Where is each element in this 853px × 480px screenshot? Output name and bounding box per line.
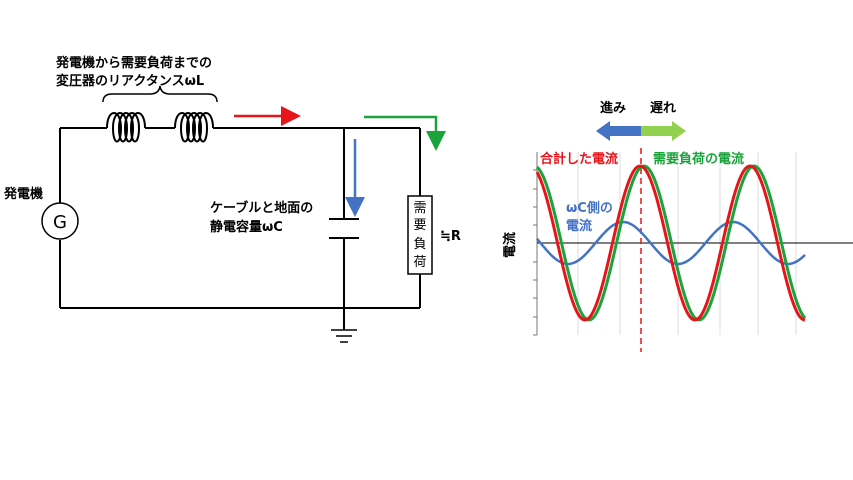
reactance-label-line2: 変圧器のリアクタンスωL (56, 73, 204, 89)
total-current-curve (535, 164, 806, 322)
inductor-coil-2 (174, 112, 214, 143)
total-current-label: 合計した電流 (540, 151, 618, 167)
generator-letter: G (53, 212, 67, 233)
y-axis-label: 電流 (502, 232, 518, 258)
circuit (59, 127, 421, 330)
waveform-plot (533, 148, 853, 352)
lag-arrow (641, 121, 686, 141)
generator-label: 発電機 (3, 186, 43, 202)
generator-symbol (41, 202, 79, 240)
capacitive-current-label-line1: ωC側の (566, 200, 613, 216)
load-box (407, 195, 433, 275)
lag-label: 遅れ (650, 101, 676, 116)
reactance-label-line1: 発電機から需要負荷までの (55, 55, 212, 71)
load-char-2: 要 (413, 218, 426, 233)
load-char-1: 需 (413, 201, 426, 216)
green-current-arrow (364, 115, 446, 151)
load-char-4: 荷 (413, 255, 426, 270)
load-char-3: 負 (413, 237, 426, 252)
capacitance-label-line1: ケーブルと地面の (210, 200, 313, 216)
capacitive-current-label-line2: 電流 (566, 218, 592, 234)
inductor-coil-1 (106, 112, 146, 143)
brace (102, 85, 218, 103)
load-approx-label: ≒R (440, 229, 461, 244)
ground-icon (331, 329, 357, 343)
load-current-label: 需要負荷の電流 (653, 151, 744, 167)
y-axis-ticks (533, 169, 537, 336)
capacitance-label-line2: 静電容量ωC (210, 219, 283, 235)
lead-arrow (596, 121, 641, 141)
load-current-curve (535, 164, 807, 322)
capacitor (329, 218, 359, 239)
lead-label: 進み (600, 100, 626, 116)
